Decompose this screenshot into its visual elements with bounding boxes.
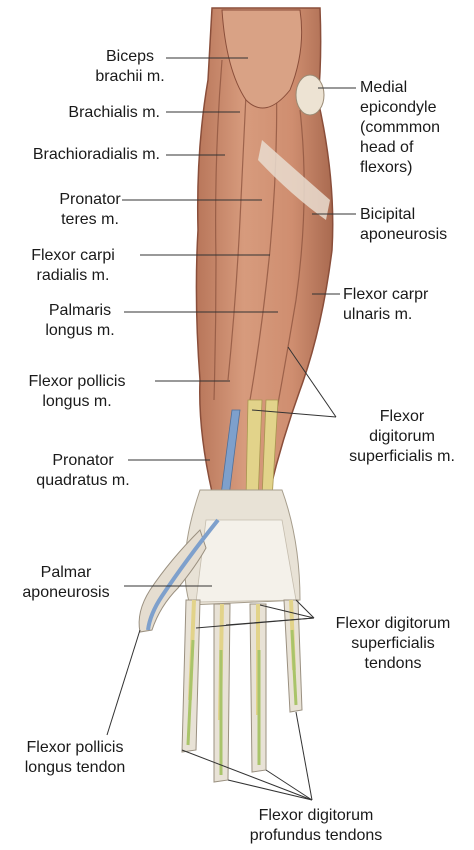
- muscle-separation-lines: [213, 9, 305, 421]
- fdp-finger-tendons: [186, 629, 298, 775]
- label-flexor-carpi-radialis: Flexor carpi radialis m.: [31, 247, 115, 284]
- biceps-muscle: [221, 9, 303, 109]
- label-pronator-teres: Pronator teres m.: [59, 191, 121, 228]
- label-fdp-tendons: Flexor digitorum profundus tendons: [249, 807, 383, 844]
- fpl-tendon-thumb: [146, 518, 220, 631]
- label-brachialis: Brachialis m.: [68, 104, 160, 121]
- palmar-aponeurosis: [195, 519, 297, 603]
- label-flexor-digitorum-superficialis: Flexor digitorum superficialis m.: [349, 408, 455, 465]
- label-palmar-aponeurosis: Palmar aponeurosis: [22, 564, 110, 601]
- medial-epicondyle: [295, 74, 325, 116]
- bicipital-aponeurosis: [258, 140, 330, 220]
- leader-lines: [106, 57, 356, 801]
- label-brachioradialis: Brachioradialis m.: [32, 146, 160, 163]
- label-medial-epicondyle: Medial epicondyle (commmon head of flexo…: [360, 79, 441, 176]
- label-flexor-pollicis-longus-tendon: Flexor pollicis longus tendon: [24, 739, 126, 776]
- label-pronator-quadratus: Pronator quadratus m.: [36, 452, 130, 489]
- label-bicipital-aponeurosis: Bicipital aponeurosis: [360, 206, 448, 243]
- label-biceps-brachii: Biceps brachii m.: [95, 48, 165, 85]
- label-flexor-pollicis-longus: Flexor pollicis longus m.: [28, 373, 126, 410]
- label-flexor-carpi-ulnaris: Flexor carpr ulnaris m.: [343, 286, 429, 323]
- fds-finger-tendons: [188, 599, 296, 721]
- label-palmaris-longus: Palmaris longus m.: [45, 302, 115, 339]
- label-fds-tendons: Flexor digitorum superficialis tendons: [335, 615, 451, 672]
- forearm-muscle-mass: [195, 7, 334, 493]
